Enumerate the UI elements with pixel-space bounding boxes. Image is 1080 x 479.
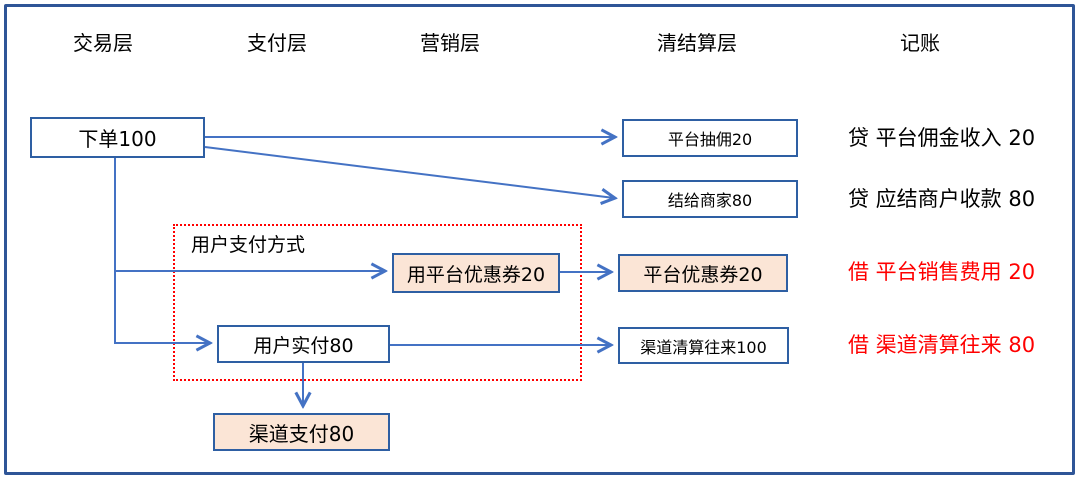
node-channel-pay: 渠道支付80 bbox=[213, 413, 390, 451]
ledger-credit-platform-commission-income: 贷 平台佣金收入 20 bbox=[848, 126, 1036, 150]
arrow-order-to-settle-merchant bbox=[204, 146, 614, 198]
outer-frame bbox=[4, 4, 1075, 475]
user-payment-method-group: 用户支付方式 bbox=[173, 224, 582, 381]
node-use-platform-coupon: 用平台优惠券20 bbox=[392, 253, 560, 293]
column-header-bookkeeping: 记账 bbox=[900, 31, 940, 55]
column-header-payment-layer: 支付层 bbox=[247, 31, 307, 55]
ledger-credit-merchant-payable: 贷 应结商户收款 80 bbox=[848, 187, 1036, 211]
node-order: 下单100 bbox=[30, 117, 205, 158]
ledger-debit-platform-sales-expense: 借 平台销售费用 20 bbox=[848, 260, 1036, 284]
node-channel-clearing: 渠道清算往来100 bbox=[618, 327, 789, 364]
column-header-marketing-layer: 营销层 bbox=[420, 31, 480, 55]
column-header-clearing-settlement-layer: 清结算层 bbox=[657, 31, 737, 55]
column-header-transaction-layer: 交易层 bbox=[73, 31, 133, 55]
ledger-debit-channel-clearing: 借 渠道清算往来 80 bbox=[848, 333, 1036, 357]
node-user-actual-pay: 用户实付80 bbox=[217, 325, 390, 363]
node-platform-coupon: 平台优惠券20 bbox=[618, 254, 788, 292]
node-settle-merchant: 结给商家80 bbox=[622, 180, 798, 218]
node-platform-commission: 平台抽佣20 bbox=[622, 119, 798, 157]
user-payment-method-group-label: 用户支付方式 bbox=[191, 234, 306, 256]
